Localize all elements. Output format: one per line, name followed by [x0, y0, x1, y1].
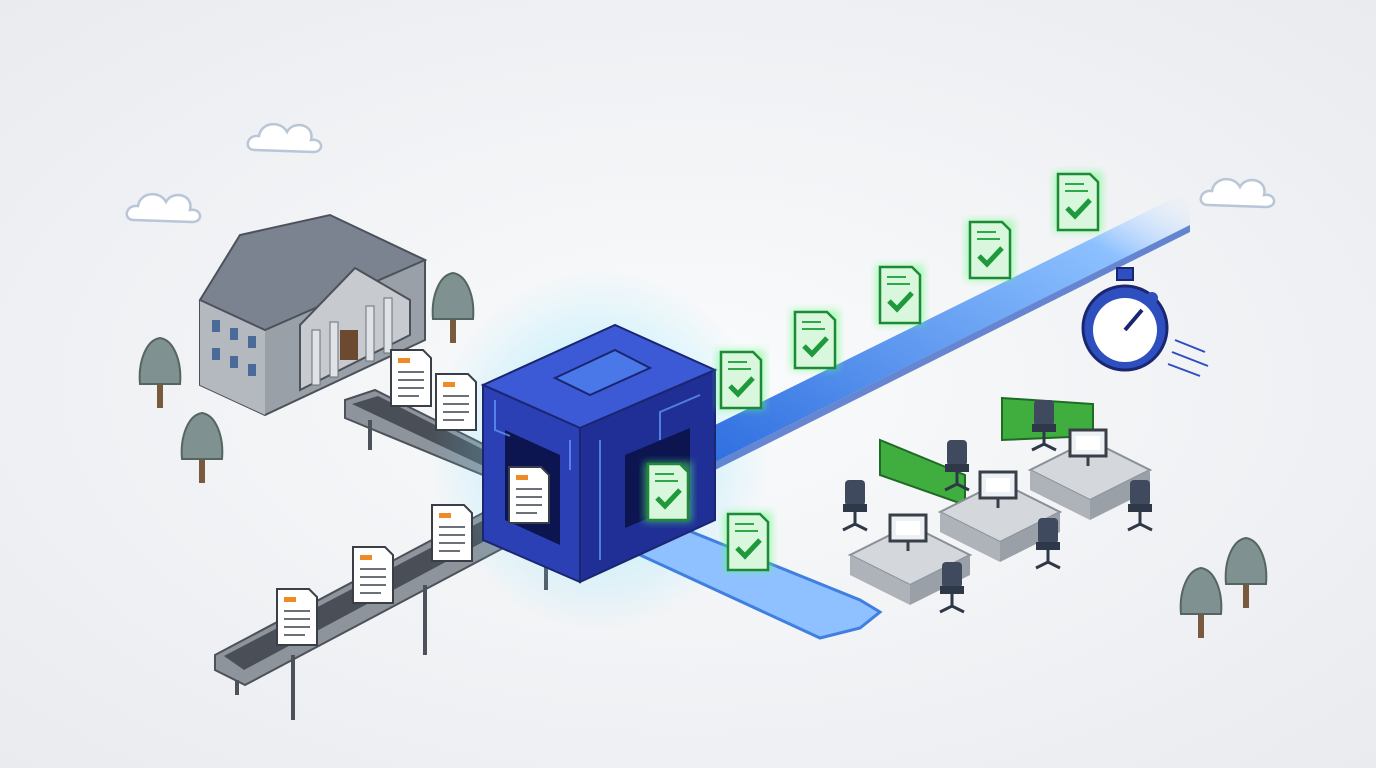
approved-document-icon	[876, 265, 924, 325]
document-icon	[431, 504, 473, 562]
document-icon	[276, 588, 318, 646]
upper-output-track	[715, 190, 1190, 470]
bank-building	[198, 213, 428, 417]
approved-document-icon	[791, 310, 839, 370]
office-workstations	[841, 396, 1154, 614]
approved-document-icon	[724, 512, 772, 572]
approved-document-icon	[644, 462, 692, 522]
document-icon	[352, 546, 394, 604]
stopwatch-icon	[1081, 267, 1209, 377]
document-icon	[390, 349, 432, 407]
approved-document-icon	[1054, 172, 1102, 232]
document-icon	[435, 373, 477, 431]
approved-document-icon	[966, 220, 1014, 280]
approved-document-icon	[717, 350, 765, 410]
document-icon	[508, 466, 550, 524]
